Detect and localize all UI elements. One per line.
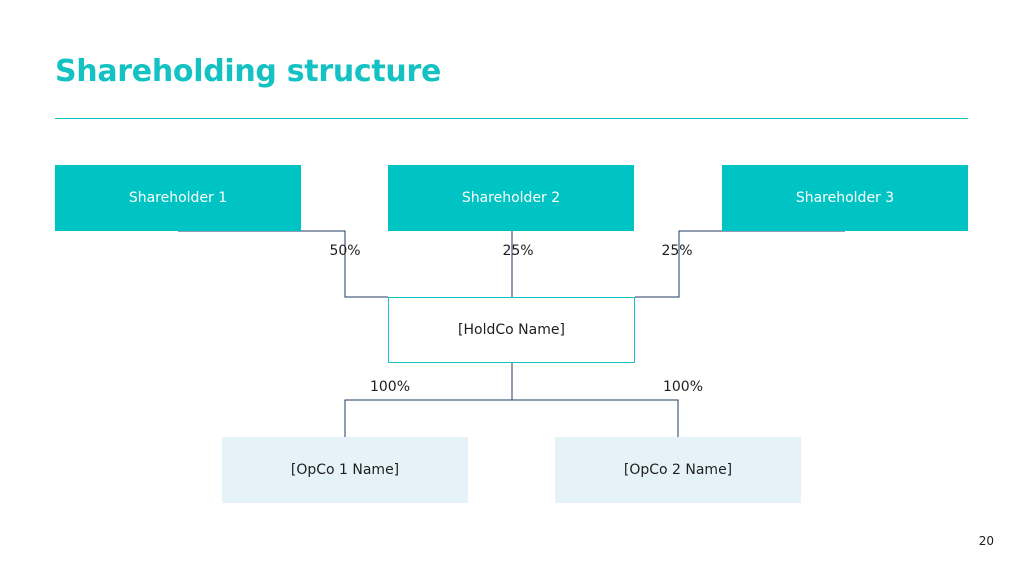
opco-1-percent: 100% (369, 379, 411, 395)
shareholder-2-label: Shareholder 2 (461, 190, 561, 206)
shareholder-2-box: Shareholder 2 (388, 165, 634, 231)
shareholder-3-box: Shareholder 3 (722, 165, 968, 231)
connector-opco-1 (344, 399, 512, 437)
shareholder-1-label: Shareholder 1 (128, 190, 228, 206)
shareholder-3-label: Shareholder 3 (795, 190, 895, 206)
connector-shareholder-1 (178, 230, 388, 298)
shareholder-1-box: Shareholder 1 (55, 165, 301, 231)
shareholder-1-percent: 50% (329, 243, 361, 259)
opco-2-box: [OpCo 2 Name] (555, 437, 801, 503)
opco-1-box: [OpCo 1 Name] (222, 437, 468, 503)
opco-2-label: [OpCo 2 Name] (623, 462, 733, 478)
connector-opco-2 (512, 399, 679, 437)
shareholder-2-percent: 25% (502, 243, 534, 259)
slide-title: Shareholding structure (55, 54, 442, 89)
opco-2-percent: 100% (662, 379, 704, 395)
shareholder-3-percent: 25% (661, 243, 693, 259)
holdco-label: [HoldCo Name] (458, 322, 565, 338)
connector-shareholder-3 (635, 230, 845, 298)
title-divider (55, 118, 968, 119)
holdco-box: [HoldCo Name] (388, 297, 635, 363)
opco-1-label: [OpCo 1 Name] (290, 462, 400, 478)
page-number: 20 (978, 534, 994, 548)
